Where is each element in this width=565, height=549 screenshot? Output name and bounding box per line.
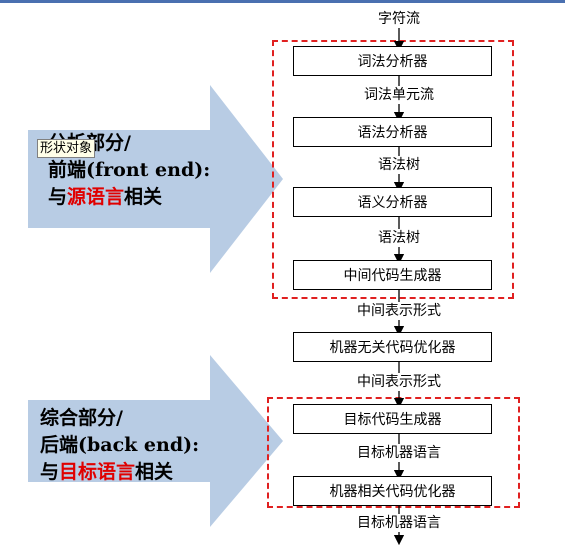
connector-label-1: 词法单元流 bbox=[293, 86, 505, 104]
top-border bbox=[0, 0, 565, 3]
back-end-arrow bbox=[28, 355, 283, 527]
stage-syntax-analyzer: 语法分析器 bbox=[293, 117, 492, 147]
target-language-highlight: 目标语言 bbox=[59, 461, 136, 483]
connector-label-3: 语法树 bbox=[293, 229, 505, 247]
back-end-line3: 与目标语言相关 bbox=[40, 461, 174, 483]
front-end-dashed-box bbox=[272, 40, 514, 299]
connector-label-6: 目标机器语言 bbox=[293, 444, 505, 462]
back-end-label: 综合部分/ 后端(back end): 与目标语言相关 bbox=[40, 405, 199, 486]
connector-label-5: 中间表示形式 bbox=[293, 373, 505, 391]
back-end-line2: 后端(back end): bbox=[40, 434, 200, 456]
stage-semantic-analyzer: 语义分析器 bbox=[293, 187, 492, 217]
connector-label-2: 语法树 bbox=[293, 156, 505, 174]
stage-target-code-generator: 目标代码生成器 bbox=[293, 404, 492, 434]
front-end-arrow bbox=[28, 85, 283, 273]
connector-label-4: 中间表示形式 bbox=[293, 302, 505, 320]
stage-machine-independent-optimizer: 机器无关代码优化器 bbox=[293, 332, 492, 362]
stage-intermediate-code-generator: 中间代码生成器 bbox=[293, 260, 492, 290]
connector-label-7: 目标机器语言 bbox=[293, 514, 505, 532]
source-language-highlight: 源语言 bbox=[67, 186, 125, 208]
front-end-line3: 与源语言相关 bbox=[48, 186, 163, 208]
back-end-line1: 综合部分/ bbox=[40, 407, 123, 429]
shape-object-tooltip: 形状对象 bbox=[37, 139, 96, 158]
stage-machine-dependent-optimizer: 机器相关代码优化器 bbox=[293, 476, 492, 506]
back-end-dashed-box bbox=[267, 397, 520, 508]
input-stream-label: 字符流 bbox=[293, 10, 505, 28]
front-end-line2: 前端(front end): bbox=[48, 159, 211, 181]
stage-lexical-analyzer: 词法分析器 bbox=[293, 46, 492, 76]
